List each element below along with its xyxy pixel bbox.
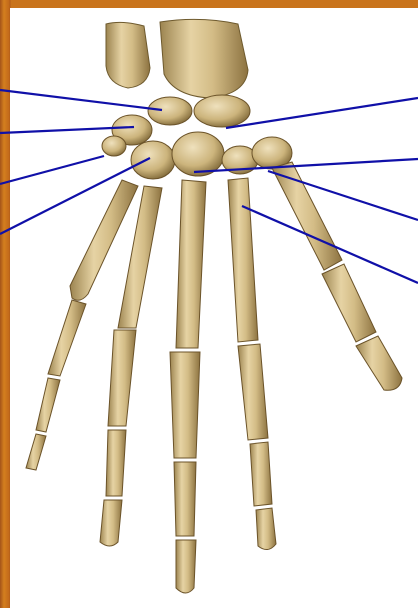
hand-skeleton-illustration bbox=[10, 8, 418, 608]
metacarpal-2 bbox=[228, 178, 258, 342]
metacarpal-1 bbox=[272, 162, 342, 270]
illustration-frame bbox=[10, 8, 418, 608]
distal-phalanx-3 bbox=[176, 540, 196, 593]
proximal-phalanx-4 bbox=[108, 330, 136, 426]
middle-phalanx-3 bbox=[174, 462, 196, 536]
middle-phalanx-4 bbox=[106, 430, 126, 496]
carpal-scaphoid bbox=[194, 95, 250, 127]
proximal-phalanx-2 bbox=[238, 344, 268, 440]
carpal-bones bbox=[102, 95, 292, 179]
carpal-hamate bbox=[131, 141, 175, 179]
forearm-bones bbox=[106, 19, 248, 98]
proximal-phalanx-3 bbox=[170, 352, 200, 458]
distal-phalanx-4 bbox=[100, 500, 122, 546]
distal-phalanx-2 bbox=[256, 508, 276, 550]
finger-index bbox=[228, 178, 276, 550]
radius bbox=[160, 19, 248, 98]
distal-phalanx-5 bbox=[26, 434, 46, 470]
proximal-phalanx-1 bbox=[322, 264, 376, 342]
carpal-capitate bbox=[172, 132, 224, 176]
middle-phalanx-2 bbox=[250, 442, 272, 506]
metacarpal-3 bbox=[176, 180, 206, 348]
thumb bbox=[272, 162, 402, 390]
middle-phalanx-5 bbox=[36, 378, 60, 432]
distal-phalanx-1 bbox=[356, 336, 402, 390]
carpal-lunate bbox=[148, 97, 192, 125]
ulna bbox=[106, 22, 150, 88]
proximal-phalanx-5 bbox=[48, 300, 86, 376]
carpal-pisiform bbox=[102, 136, 126, 156]
finger-middle bbox=[170, 180, 206, 593]
